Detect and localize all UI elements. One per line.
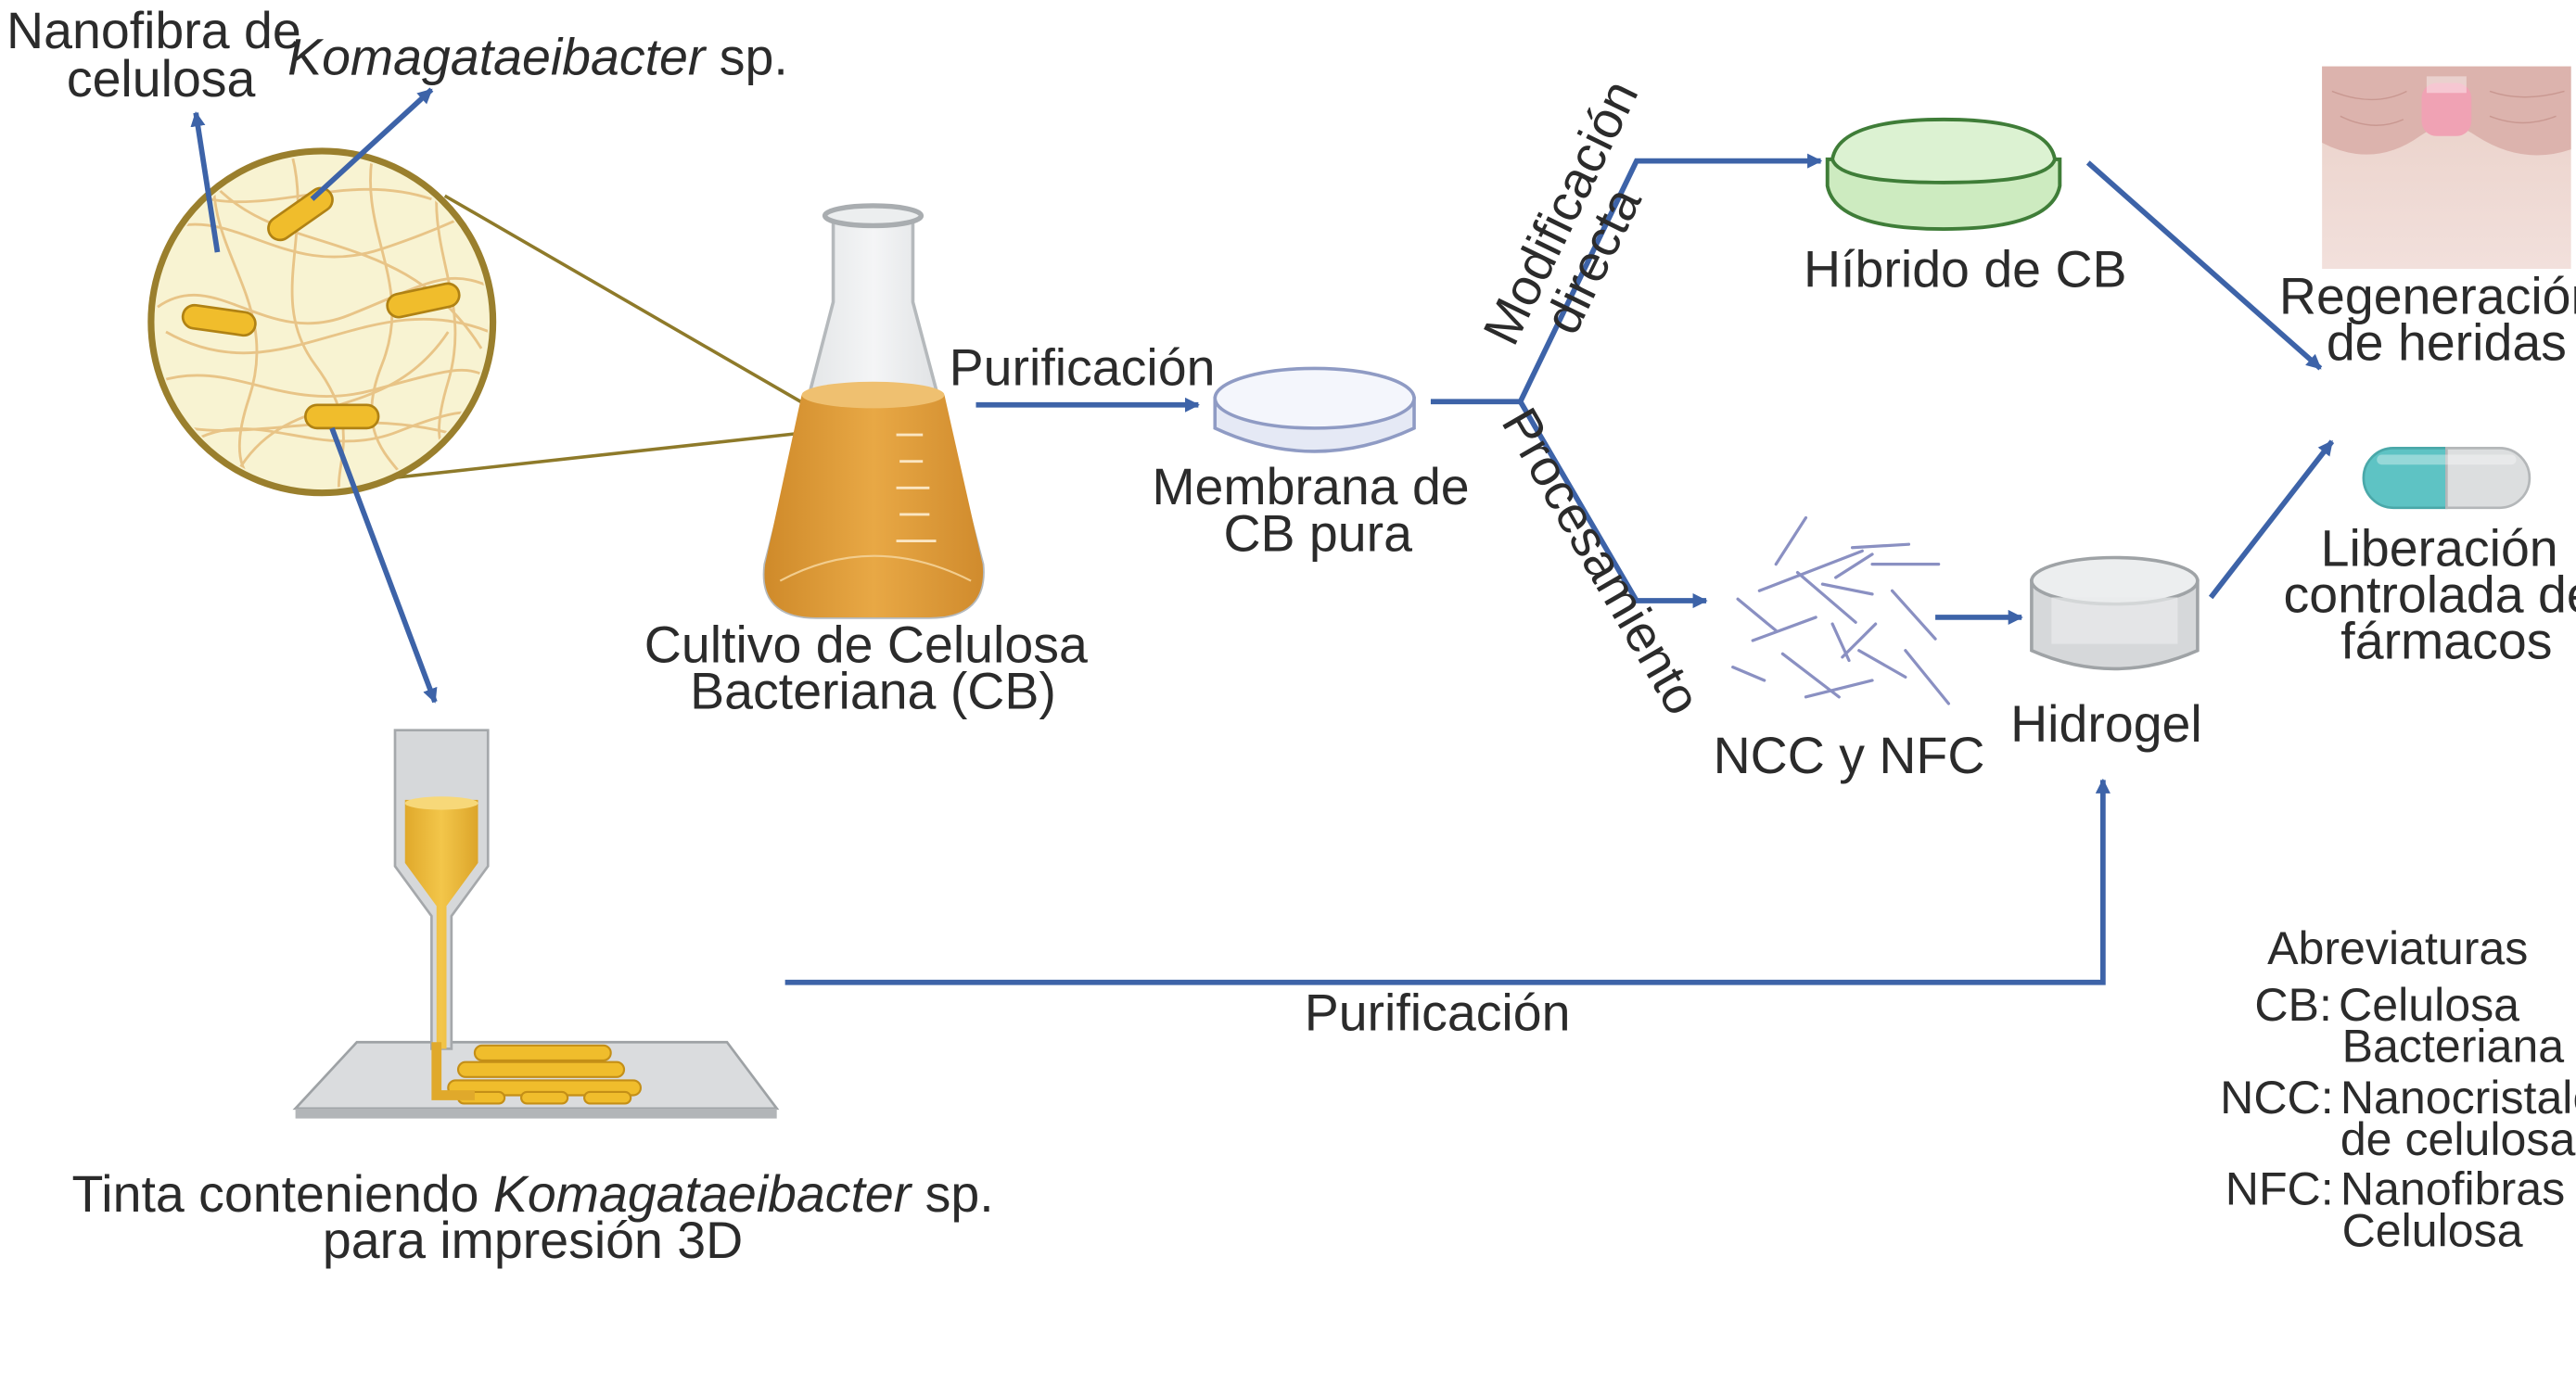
abbr-key-cb: CB: — [2254, 979, 2332, 1031]
label-procesamiento: Procesamiento — [1491, 399, 1713, 725]
skin-wound-icon — [2322, 66, 2571, 270]
abbr-key-nfc: NFC: — [2225, 1163, 2334, 1215]
nanofibers-icon — [1731, 515, 1951, 705]
abbr-def-cb: Celulosa Bacteriana — [2339, 979, 2564, 1073]
arrow-to-nanofibra — [190, 111, 221, 253]
hydrogel-icon — [2030, 555, 2200, 671]
label-modificacion: Modificación directa — [1472, 58, 1700, 375]
label-hibrido: Híbrido de CB — [1804, 241, 2126, 298]
abbreviations-legend: Abreviaturas CB: Celulosa Bacteriana NCC… — [2220, 922, 2576, 1256]
abbr-key-ncc: NCC: — [2220, 1072, 2333, 1124]
arrow-purificacion-bottom — [784, 778, 2111, 985]
label-purificacion-top: Purificación — [950, 338, 1216, 396]
label-membrana: Membrana de CB pura — [1152, 458, 1484, 562]
label-ncc-nfc: NCC y NFC — [1714, 727, 1985, 784]
label-liberacion: Liberación controlada de fármacos — [2284, 519, 2576, 669]
abbr-def-nfc: Nanofibras de Celulosa — [2340, 1163, 2576, 1257]
label-tinta-line2: para impresión 3D — [323, 1212, 743, 1269]
label-komagataeibacter: Komagataeibacter sp. — [287, 29, 788, 86]
label-regeneracion: Regeneración de heridas — [2279, 267, 2576, 371]
hybrid-disc-icon — [1825, 117, 2062, 232]
flask-icon — [762, 203, 985, 619]
arrow-to-regeneracion — [2085, 160, 2323, 371]
membrane-disc-icon — [1213, 366, 1416, 453]
abbr-def-ncc: Nanocristales de celulosa — [2340, 1072, 2576, 1165]
label-nanofibra: Nanofibra de celulosa — [6, 2, 315, 108]
3d-printer-icon — [292, 729, 780, 1119]
capsule-icon — [2362, 447, 2531, 510]
arrow-modificacion — [1518, 153, 1823, 403]
magnified-view-icon — [147, 147, 848, 497]
label-hidrogel: Hidrogel — [2010, 695, 2202, 753]
arrow-procesamiento — [1518, 400, 1708, 609]
abbreviations-title: Abreviaturas — [2267, 922, 2528, 974]
label-cultivo: Cultivo de Celulosa Bacteriana (CB) — [644, 616, 1102, 719]
label-tinta-line1: Tinta conteniendo Komagataeibacter sp. — [71, 1165, 993, 1223]
arrow-to-tinta — [329, 426, 438, 704]
label-purificacion-bottom: Purificación — [1305, 984, 1571, 1042]
arrow-to-liberacion — [2208, 439, 2335, 600]
arrow-to-komagataeibacter — [310, 87, 434, 201]
